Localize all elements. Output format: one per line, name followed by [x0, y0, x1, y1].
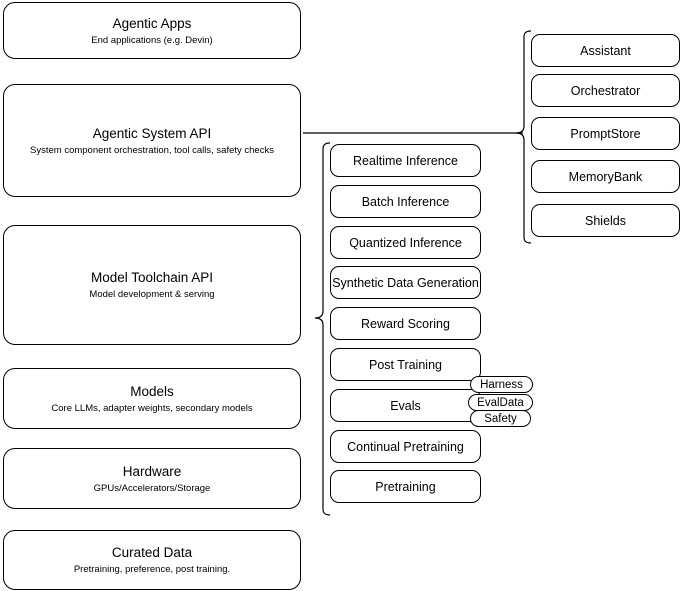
system-component-box-assistant[interactable]: Assistant	[531, 34, 680, 67]
brace-system-components	[515, 30, 532, 244]
capability-label: Batch Inference	[361, 194, 450, 209]
layer-subtitle: Pretraining, preference, post training.	[73, 564, 231, 575]
evals-subcomponent-label: Safety	[484, 412, 517, 425]
layer-box-models[interactable]: Models Core LLMs, adapter weights, secon…	[3, 368, 301, 429]
system-component-label: PromptStore	[570, 126, 641, 141]
layer-title: Curated Data	[111, 545, 193, 560]
capability-label: Post Training	[369, 357, 442, 372]
layer-title: Agentic Apps	[112, 15, 192, 31]
evals-subcomponent-harness[interactable]: Harness	[470, 376, 533, 393]
capability-box-synthetic-data-generation[interactable]: Synthetic Data Generation	[330, 266, 481, 299]
brace-toolchain-capabilities	[314, 142, 331, 516]
capability-box-evals[interactable]: Evals	[330, 389, 481, 422]
capability-box-batch-inference[interactable]: Batch Inference	[330, 185, 481, 218]
capability-label: Reward Scoring	[361, 316, 450, 331]
capability-label: Synthetic Data Generation	[332, 275, 479, 290]
system-component-label: Assistant	[580, 43, 631, 58]
capability-label: Quantized Inference	[349, 235, 462, 250]
layer-title: Agentic System API	[92, 125, 212, 141]
system-component-box-memorybank[interactable]: MemoryBank	[531, 160, 680, 193]
capability-box-post-training[interactable]: Post Training	[330, 348, 481, 381]
system-component-box-orchestrator[interactable]: Orchestrator	[531, 74, 680, 107]
layer-subtitle: End applications (e.g. Devin)	[91, 34, 213, 46]
system-component-label: Shields	[585, 213, 626, 228]
layer-title: Hardware	[122, 463, 182, 479]
system-component-box-promptstore[interactable]: PromptStore	[531, 117, 680, 150]
capability-label: Realtime Inference	[353, 153, 458, 168]
layer-box-hardware[interactable]: Hardware GPUs/Accelerators/Storage	[3, 448, 301, 509]
evals-subcomponent-safety[interactable]: Safety	[470, 410, 531, 427]
layer-subtitle: Core LLMs, adapter weights, secondary mo…	[51, 402, 253, 414]
capability-box-continual-pretraining[interactable]: Continual Pretraining	[330, 430, 481, 463]
layer-box-agentic-apps[interactable]: Agentic Apps End applications (e.g. Devi…	[3, 2, 301, 59]
capability-box-reward-scoring[interactable]: Reward Scoring	[330, 307, 481, 340]
layer-subtitle: Model development & serving	[89, 289, 215, 300]
layer-title: Model Toolchain API	[90, 270, 214, 285]
capability-box-pretraining[interactable]: Pretraining	[330, 470, 481, 503]
capability-label: Pretraining	[375, 479, 436, 494]
evals-subcomponent-label: Harness	[480, 378, 523, 391]
system-component-label: Orchestrator	[570, 83, 641, 98]
system-component-box-shields[interactable]: Shields	[531, 204, 680, 237]
capability-label: Evals	[390, 398, 421, 413]
capability-box-quantized-inference[interactable]: Quantized Inference	[330, 226, 481, 259]
layer-box-curated-data[interactable]: Curated Data Pretraining, preference, po…	[3, 530, 301, 590]
capability-box-realtime-inference[interactable]: Realtime Inference	[330, 144, 481, 177]
layer-subtitle: GPUs/Accelerators/Storage	[93, 482, 211, 494]
layer-subtitle: System component orchestration, tool cal…	[30, 144, 274, 156]
system-component-label: MemoryBank	[568, 169, 643, 184]
layer-box-agentic-system-api[interactable]: Agentic System API System component orch…	[3, 84, 301, 197]
evals-subcomponent-evaldata[interactable]: EvalData	[468, 394, 533, 411]
capability-label: Continual Pretraining	[347, 439, 464, 454]
layer-box-model-toolchain-api[interactable]: Model Toolchain API Model development & …	[3, 225, 301, 345]
layer-title: Models	[130, 383, 174, 399]
evals-subcomponent-label: EvalData	[477, 396, 524, 409]
